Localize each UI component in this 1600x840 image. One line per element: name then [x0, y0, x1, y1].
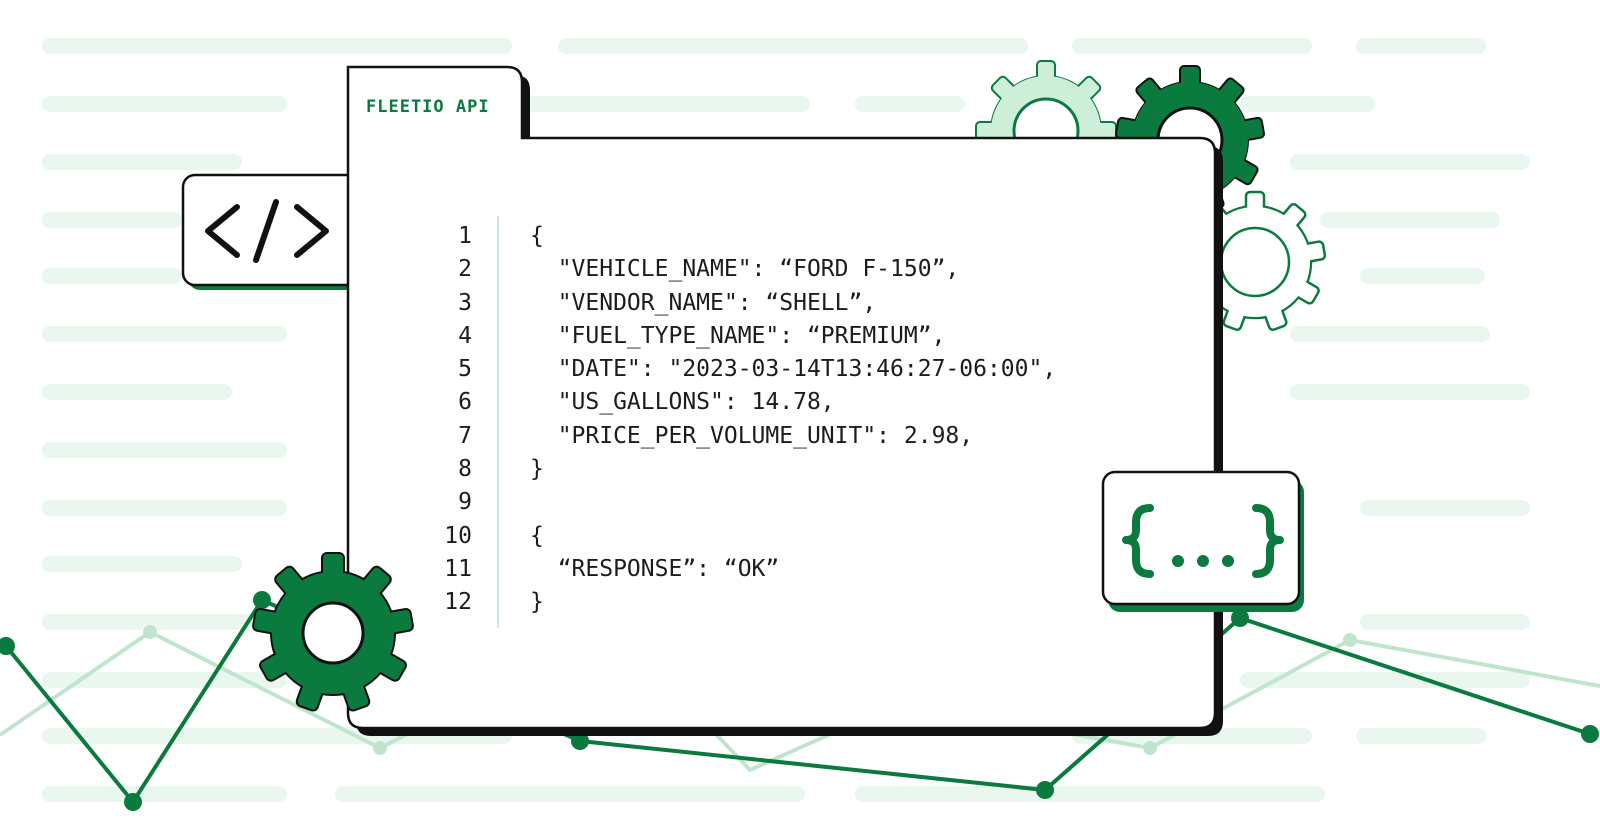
line-number: 6 — [458, 389, 472, 416]
line-number: 11 — [444, 555, 472, 582]
code-text: "DATE": "2023-03-14T13:46:27-06:00", — [530, 356, 1057, 383]
line-number: 7 — [458, 422, 472, 449]
code-tag-badge — [181, 173, 363, 290]
gear-icon — [1183, 190, 1327, 331]
background-line-dark — [0, 591, 1599, 811]
line-number: 3 — [458, 289, 472, 316]
code-text: “RESPONSE”: “OK” — [530, 555, 780, 582]
api-window-panel — [346, 65, 1223, 736]
code-text: "PRICE_PER_VOLUME_UNIT": 2.98, — [530, 422, 974, 449]
code-text: "US_GALLONS": 14.78, — [530, 389, 835, 416]
code-text: "FUEL_TYPE_NAME": “PREMIUM”, — [530, 322, 946, 349]
code-text: } — [530, 589, 544, 616]
line-number: 10 — [444, 522, 472, 549]
panel-tab-label: FLEETIO API — [366, 97, 490, 117]
line-number: 9 — [458, 489, 472, 516]
code-text: { — [530, 522, 544, 549]
line-number: 5 — [458, 356, 472, 383]
code-text: "VEHICLE_NAME": “FORD F-150”, — [530, 256, 960, 283]
json-braces-icon — [1122, 504, 1284, 578]
json-braces-badge — [1101, 470, 1304, 612]
code-text: { — [530, 223, 544, 249]
line-number: 1 — [458, 223, 472, 249]
line-number: 2 — [458, 256, 472, 283]
line-number: 8 — [458, 456, 472, 483]
code-gutter-divider — [497, 216, 499, 628]
line-number: 12 — [444, 589, 472, 616]
code-text: "VENDOR_NAME": “SHELL”, — [530, 289, 877, 316]
line-number: 4 — [458, 322, 472, 349]
gear-icon — [252, 552, 414, 712]
code-text: } — [530, 456, 544, 483]
code-tag-icon — [205, 199, 329, 263]
